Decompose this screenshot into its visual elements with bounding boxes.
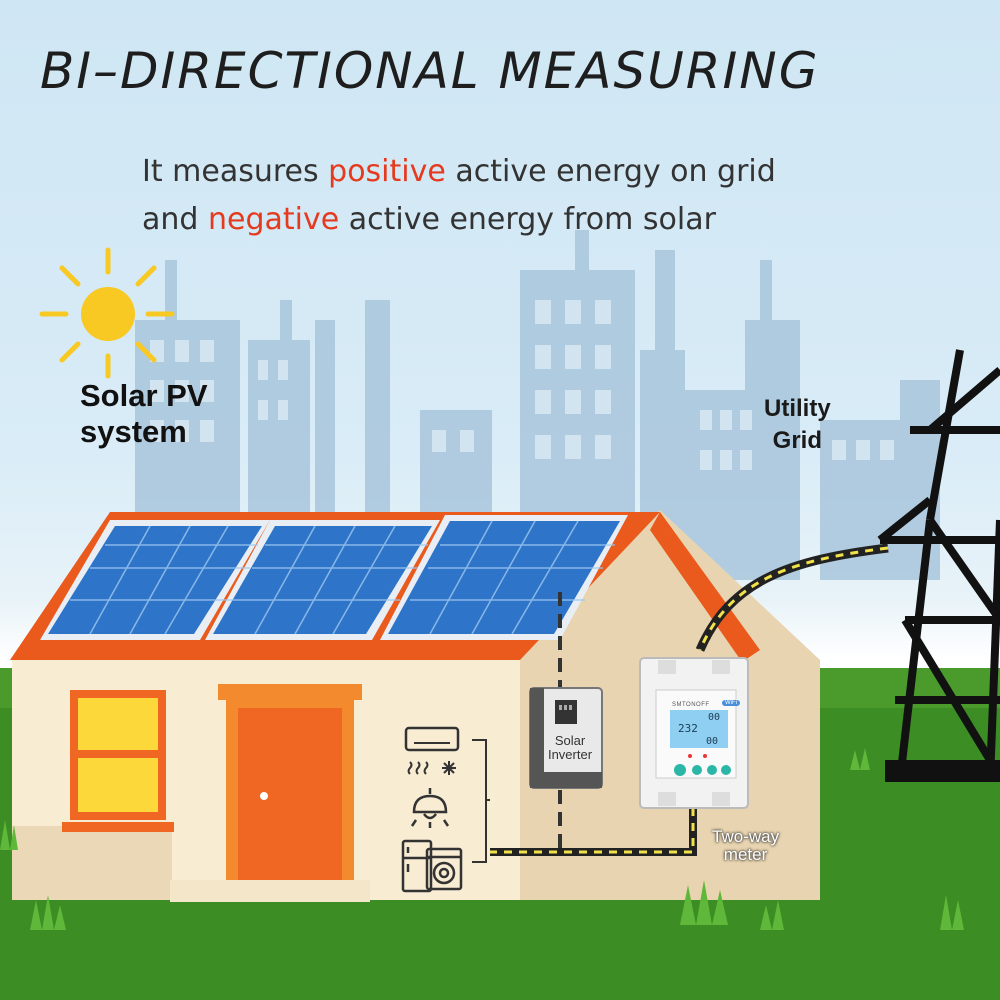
house-door	[218, 684, 362, 880]
negative-highlight: negative	[207, 202, 340, 237]
house-window	[62, 690, 174, 832]
inverter-label: Solar Inverter	[547, 733, 593, 762]
solar-pv-label: Solar PV system	[80, 378, 208, 449]
two-way-meter-label: Two-way meter	[712, 827, 780, 864]
sun-icon	[39, 247, 175, 379]
ceiling-lamp-icon	[410, 788, 450, 828]
air-conditioner-icon	[404, 726, 460, 752]
subtitle-line-1: It measures positive active energy on gr…	[142, 154, 776, 189]
meter-brand: SMTONOFF	[672, 702, 710, 708]
meter-display-right: 00	[706, 736, 719, 747]
subtitle-line-2: and negative active energy from solar	[142, 202, 716, 237]
solar-inverter	[529, 687, 603, 789]
solar-panels	[40, 515, 628, 640]
utility-grid-label: Utility Grid	[764, 395, 831, 454]
subtitle: It measures positive active energy on gr…	[142, 148, 776, 244]
wifi-badge: WiFi	[722, 700, 740, 706]
meter-display-main: 232	[678, 722, 698, 735]
meter-display-top: 00	[708, 712, 721, 723]
washing-machine-icon	[425, 847, 463, 891]
transmission-tower	[877, 349, 1000, 781]
heater-icon	[407, 761, 456, 775]
positive-highlight: positive	[328, 154, 446, 189]
headline: BI–DIRECTIONAL MEASURING	[40, 42, 820, 100]
